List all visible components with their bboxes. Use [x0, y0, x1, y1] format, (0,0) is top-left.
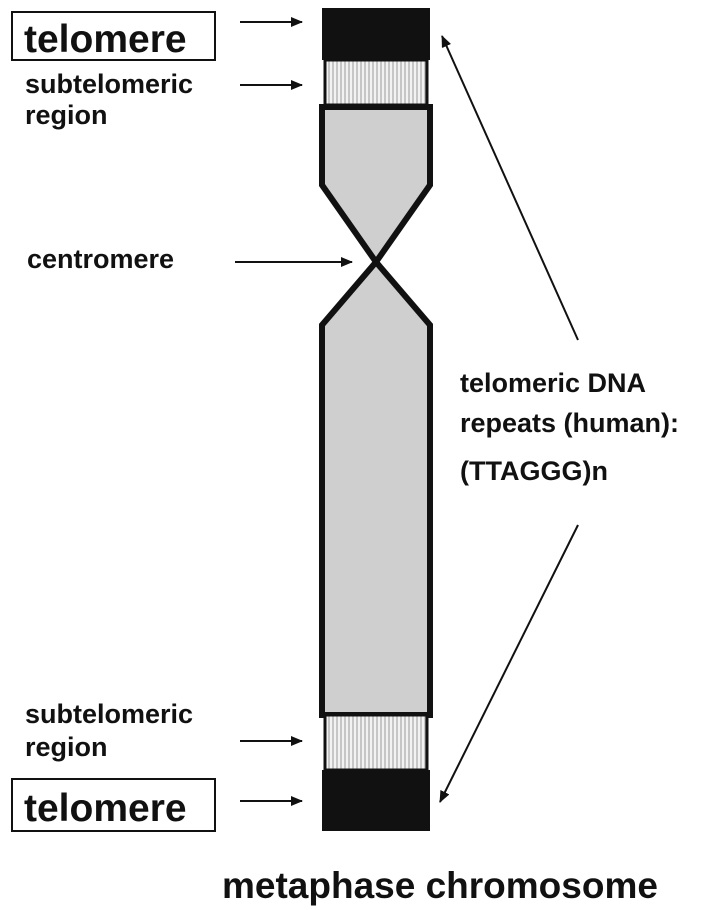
- subtelomeric-bottom-label-line2: region: [25, 732, 108, 762]
- telomere-bottom-band: [322, 770, 430, 831]
- telomere-top-label: telomere: [24, 18, 187, 61]
- subtelomeric-top-label-line2: region: [25, 100, 108, 130]
- repeats-label-line3: (TTAGGG)n: [460, 456, 608, 486]
- repeats-label-line1: telomeric DNA: [460, 368, 646, 398]
- chromosome-upper-arm: [322, 107, 430, 262]
- subtelomeric-top-label-line1: subtelomeric: [25, 69, 193, 99]
- telomere-bottom-label: telomere: [24, 787, 187, 830]
- repeats-arrow-up: [442, 36, 578, 340]
- subtelomeric-bottom-band: [325, 715, 427, 770]
- telomere-top-band: [322, 8, 430, 60]
- repeats-arrow-down: [440, 525, 578, 802]
- chromosome-lower-arm: [322, 262, 430, 715]
- diagram-caption: metaphase chromosome: [222, 865, 658, 906]
- repeats-label-line2: repeats (human):: [460, 408, 679, 438]
- subtelomeric-top-band: [325, 60, 427, 105]
- subtelomeric-bottom-label-line1: subtelomeric: [25, 699, 193, 729]
- centromere-label: centromere: [27, 244, 174, 274]
